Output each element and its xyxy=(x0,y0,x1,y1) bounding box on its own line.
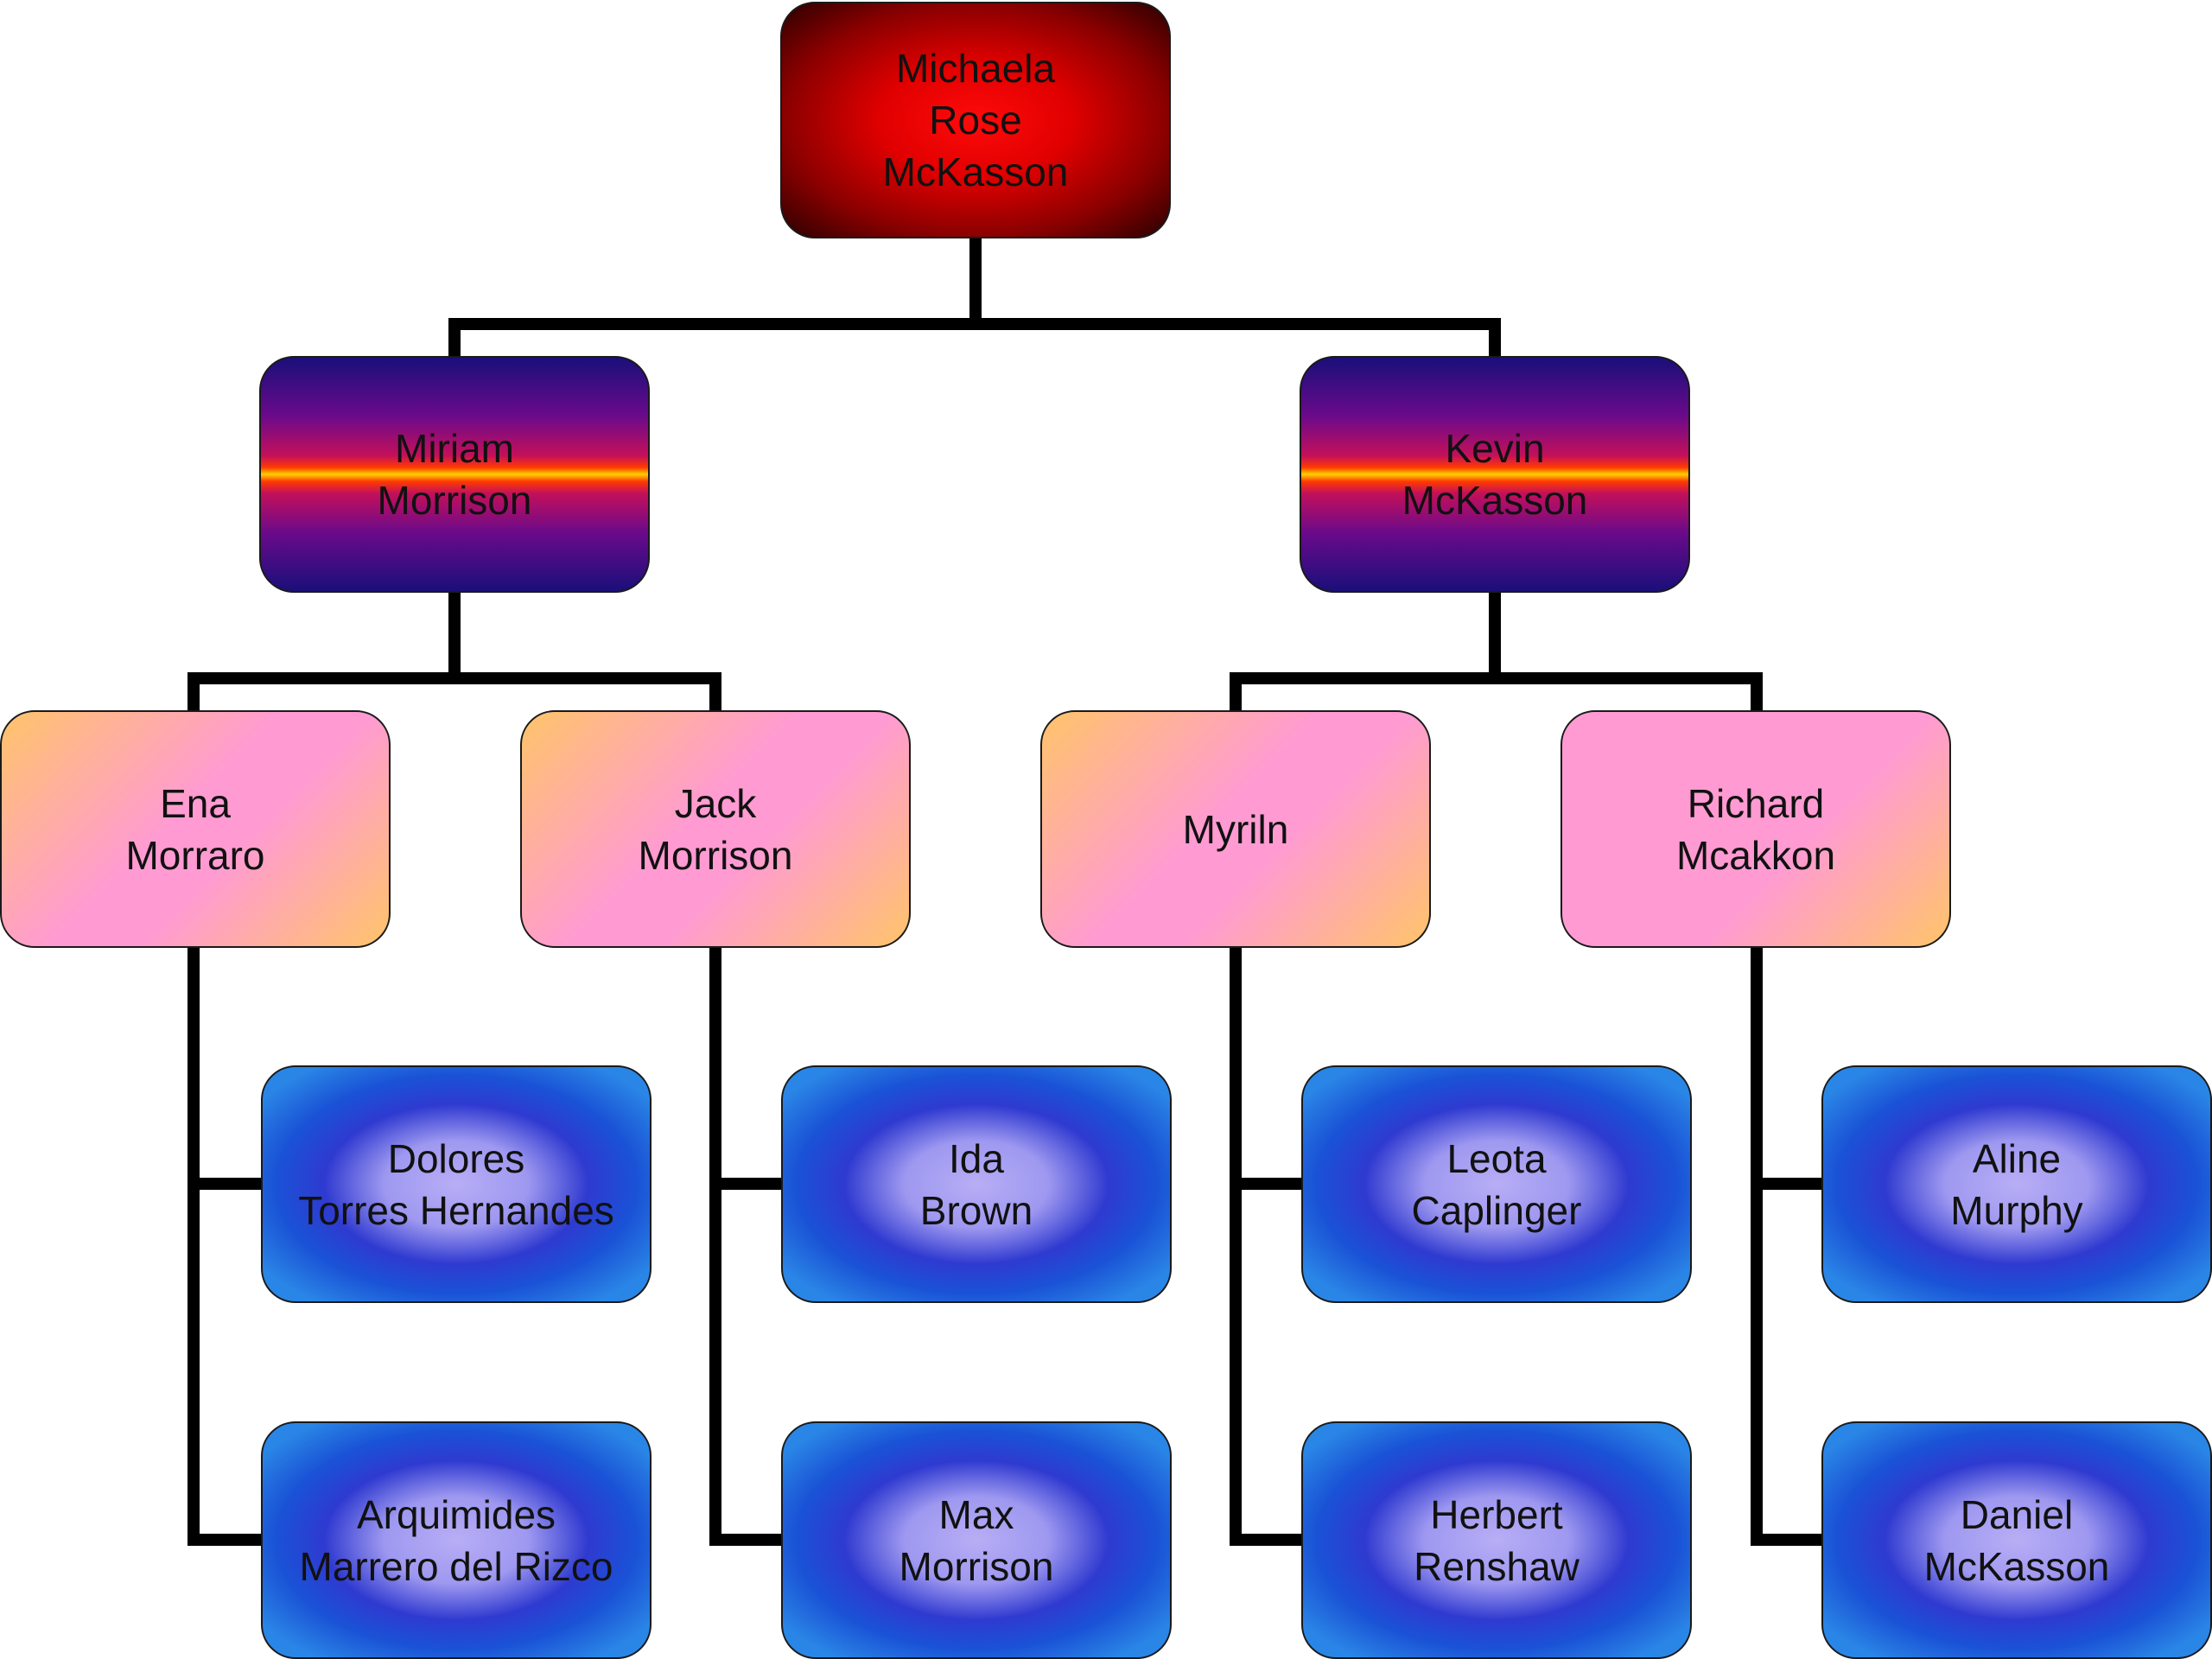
node-label: Mcakkon xyxy=(1675,832,1836,878)
node-label: Myriln xyxy=(1182,806,1289,852)
node-label: Arquimides xyxy=(356,1491,556,1537)
node-arquimides-marrero-del-rizco: Arquimides Marrero del Rizco xyxy=(261,1421,652,1659)
connector-kevin xyxy=(1230,587,1501,716)
node-label: Michaela xyxy=(895,46,1056,91)
node-dolores-torres-hernandes: Dolores Torres Hernandes xyxy=(261,1065,652,1303)
node-label: Max xyxy=(938,1491,1014,1537)
node-kevin-mckasson: Kevin McKasson xyxy=(1300,356,1690,593)
node-herbert-renshaw: Herbert Renshaw xyxy=(1301,1421,1692,1659)
node-label: McKasson xyxy=(1923,1543,2110,1589)
node-label: McKasson xyxy=(882,149,1069,194)
node-label: Morrison xyxy=(377,478,532,523)
node-label: Miriam xyxy=(395,426,514,471)
node-label: Kevin xyxy=(1445,426,1545,471)
node-label: Richard xyxy=(1687,780,1825,826)
node-aline-murphy: Aline Murphy xyxy=(1821,1065,2212,1303)
node-ida-brown: Ida Brown xyxy=(781,1065,1172,1303)
node-label: Morrison xyxy=(899,1543,1054,1589)
node-max-morrison: Max Morrison xyxy=(781,1421,1172,1659)
node-label: Ida xyxy=(949,1135,1004,1181)
node-label: Morraro xyxy=(125,832,265,878)
node-jack-morrison: Jack Morrison xyxy=(520,710,911,948)
node-myriln: Myriln xyxy=(1040,710,1431,948)
node-leota-caplinger: Leota Caplinger xyxy=(1301,1065,1692,1303)
node-label: Marrero del Rizco xyxy=(299,1543,613,1589)
connector-miriam xyxy=(188,587,461,716)
node-label: Brown xyxy=(919,1187,1033,1233)
connector-miriam-right xyxy=(448,672,721,716)
node-michaela-rose-mckasson: Michaela Rose McKasson xyxy=(780,2,1171,238)
node-label: Caplinger xyxy=(1411,1187,1582,1233)
node-label: Morrison xyxy=(638,832,793,878)
node-label: Herbert xyxy=(1430,1491,1563,1537)
connector-myriln xyxy=(1230,942,1307,1546)
node-label: Renshaw xyxy=(1414,1543,1580,1589)
connector-kevin-right xyxy=(1489,672,1763,716)
node-label: Leota xyxy=(1446,1135,1547,1181)
node-label: McKasson xyxy=(1402,478,1588,523)
node-miriam-morrison: Miriam Morrison xyxy=(259,356,650,593)
connector-root xyxy=(448,232,982,362)
node-label: Aline xyxy=(1972,1135,2062,1181)
node-richard-mcakkon: Richard Mcakkon xyxy=(1560,710,1951,948)
node-label: Rose xyxy=(929,98,1022,143)
node-label: Torres Hernandes xyxy=(298,1187,614,1233)
connector-jack xyxy=(709,942,787,1546)
node-label: Jack xyxy=(674,780,757,826)
node-ena-morraro: Ena Morraro xyxy=(0,710,391,948)
node-label: Daniel xyxy=(1960,1491,2074,1537)
connector-ena xyxy=(188,942,267,1546)
connector-root-right xyxy=(969,318,1501,362)
node-label: Dolores xyxy=(387,1135,525,1181)
connector-richard xyxy=(1751,942,1827,1546)
node-label: Ena xyxy=(160,780,231,826)
node-label: Murphy xyxy=(1950,1187,2083,1233)
node-daniel-mckasson: Daniel McKasson xyxy=(1821,1421,2212,1659)
